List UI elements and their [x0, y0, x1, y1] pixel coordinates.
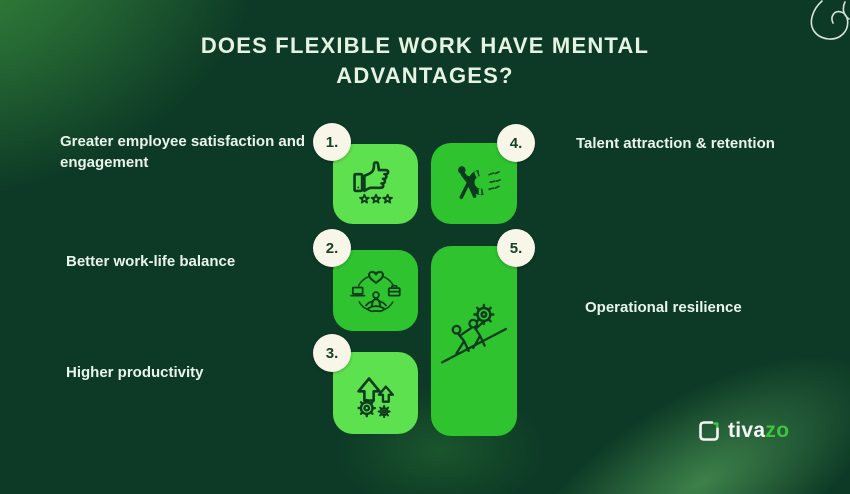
growth-arrows-gears-icon [356, 377, 394, 419]
team-climb-gear-icon [440, 303, 508, 364]
brand-logo: tivazo [697, 419, 789, 443]
work-life-balance-icon [349, 270, 401, 312]
squiggle-decoration-icon [810, 0, 850, 40]
tile-employee-satisfaction [333, 144, 418, 224]
tile-operational-resilience [431, 246, 517, 436]
step-badge-4: 4. [497, 124, 535, 162]
step-badge-3: 3. [313, 334, 351, 372]
magnet-person-icon [458, 165, 501, 199]
step-badge-1: 1. [313, 123, 351, 161]
thumbs-up-stars-icon [352, 161, 393, 204]
tile-work-life-balance [333, 250, 418, 331]
step-badge-5: 5. [497, 229, 535, 267]
tivazo-logo-icon [699, 421, 719, 441]
tile-higher-productivity [333, 352, 418, 434]
brand-name-green: zo [765, 419, 790, 442]
page-title: DOES FLEXIBLE WORK HAVE MENTAL ADVANTAGE… [0, 31, 850, 91]
step-number: 1. [325, 133, 339, 151]
brand-name: tivazo [728, 419, 789, 443]
label-operational-resilience: Operational resilience [585, 299, 742, 316]
step-number: 3. [325, 344, 339, 362]
step-number: 4. [509, 134, 523, 152]
step-number: 5. [509, 239, 523, 257]
page-title-line2: ADVANTAGES? [336, 63, 514, 88]
label-work-life-balance: Better work-life balance [66, 253, 236, 270]
step-number: 2. [325, 239, 339, 257]
label-higher-productivity: Higher productivity [66, 364, 204, 381]
page-title-line1: DOES FLEXIBLE WORK HAVE MENTAL [200, 33, 650, 58]
label-talent-attraction: Talent attraction & retention [576, 135, 775, 152]
brand-name-white: tiva [728, 419, 766, 442]
label-employee-satisfaction: Greater employee satisfaction and engage… [60, 133, 306, 171]
step-badge-2: 2. [313, 229, 351, 267]
